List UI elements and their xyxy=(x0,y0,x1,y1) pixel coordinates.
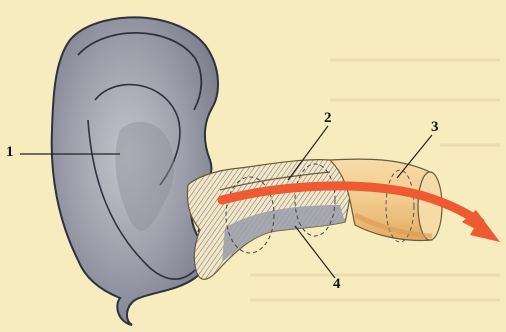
cartilaginous-canal xyxy=(187,160,355,280)
auricle xyxy=(52,17,218,325)
callout-label-2: 2 xyxy=(324,110,332,127)
leader-line-4 xyxy=(295,226,335,278)
callout-label-1: 1 xyxy=(6,144,14,161)
callout-label-3: 3 xyxy=(431,119,439,136)
callout-label-4: 4 xyxy=(333,276,341,293)
